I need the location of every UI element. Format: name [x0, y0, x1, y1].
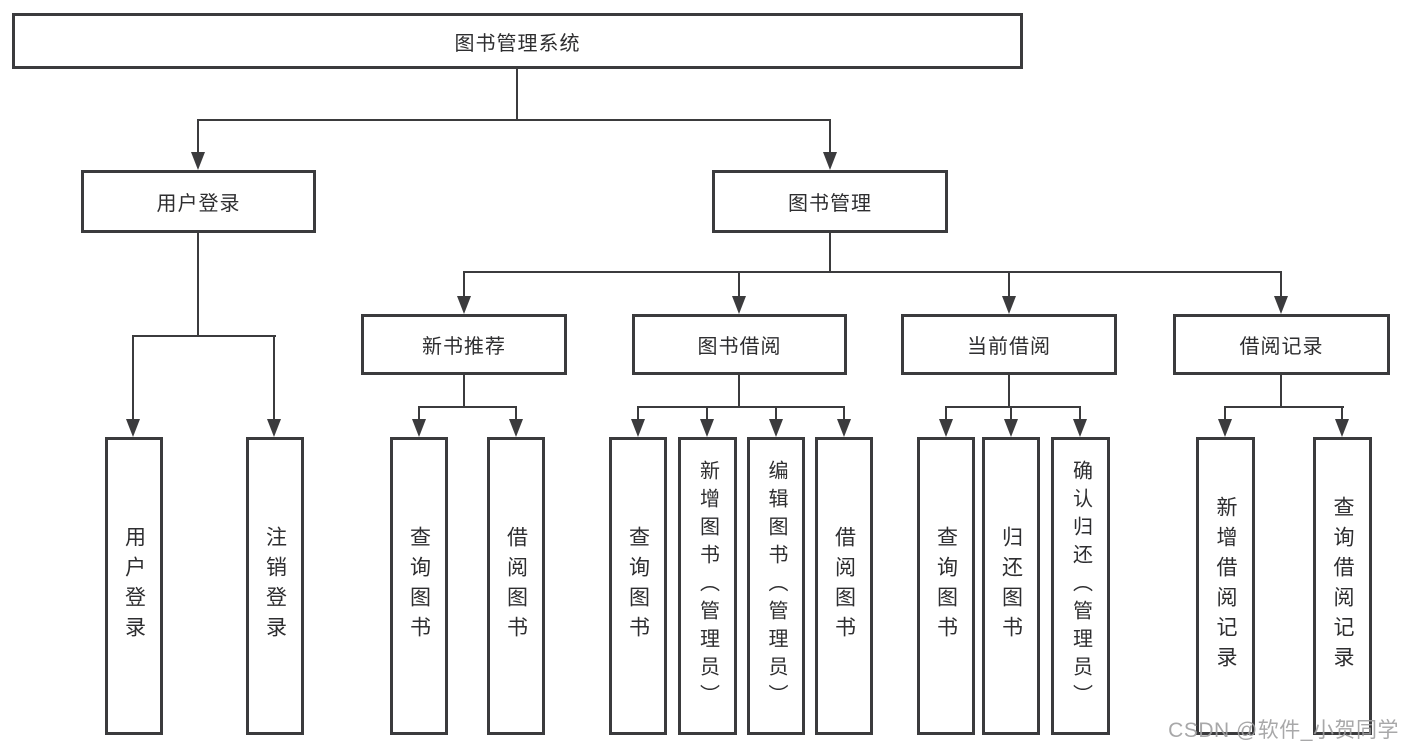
- arrow-head-icon: [1218, 419, 1232, 437]
- arrow-line: [132, 335, 134, 419]
- arrow-head-icon: [126, 419, 140, 437]
- connector-stem-current-borrowing: [1008, 374, 1010, 408]
- leaf-borrow-books-2: 借阅图书: [815, 437, 873, 735]
- leaf-confirm-return-admin: 确认归还（管理员）: [1051, 437, 1110, 735]
- arrow-line: [515, 406, 517, 419]
- connector-stem-new-book: [463, 374, 465, 408]
- arrow-line: [418, 406, 420, 419]
- arrow-line: [1010, 406, 1012, 419]
- connector-arrow-to-leaf-confirm-return: [1073, 406, 1087, 437]
- leaf-logout: 注销登录: [246, 437, 304, 735]
- arrow-line: [1341, 406, 1343, 419]
- arrow-line: [1008, 271, 1010, 296]
- connector-rail-user-login: [132, 335, 276, 337]
- arrow-line: [738, 271, 740, 296]
- connector-arrow-to-leaf-query-2: [631, 406, 645, 437]
- leaf-query-books-2: 查询图书: [609, 437, 667, 735]
- connector-arrow-to-leaf-logout: [267, 335, 281, 437]
- arrow-line: [197, 119, 199, 152]
- connector-arrow-to-leaf-query-1: [412, 406, 426, 437]
- connector-arrow-to-borrowing-records: [1274, 271, 1288, 314]
- leaf-return-books: 归还图书: [982, 437, 1040, 735]
- leaf-user-login: 用户登录: [105, 437, 163, 735]
- arrow-line: [706, 406, 708, 419]
- arrow-line: [829, 119, 831, 152]
- arrow-head-icon: [1004, 419, 1018, 437]
- connector-rail-book-management: [463, 271, 1282, 273]
- connector-arrow-to-current-borrowing: [1002, 271, 1016, 314]
- node-root-library-system: 图书管理系统: [12, 13, 1023, 69]
- arrow-head-icon: [700, 419, 714, 437]
- leaf-borrow-books-1: 借阅图书: [487, 437, 545, 735]
- arrow-head-icon: [1335, 419, 1349, 437]
- connector-rail-new-book: [418, 406, 517, 408]
- arrow-head-icon: [631, 419, 645, 437]
- arrow-head-icon: [1002, 296, 1016, 314]
- connector-arrow-to-leaf-borrow-1: [509, 406, 523, 437]
- arrow-line: [1224, 406, 1226, 419]
- connector-stem-borrowing-records: [1280, 374, 1282, 408]
- arrow-head-icon: [509, 419, 523, 437]
- connector-rail-root: [198, 119, 831, 121]
- arrow-line: [637, 406, 639, 419]
- connector-arrow-to-user-login: [191, 119, 205, 170]
- arrow-head-icon: [939, 419, 953, 437]
- node-new-book-recommend: 新书推荐: [361, 314, 567, 375]
- connector-rail-borrowing-records: [1224, 406, 1344, 408]
- arrow-head-icon: [267, 419, 281, 437]
- connector-arrow-to-book-management: [823, 119, 837, 170]
- connector-arrow-to-leaf-user-login: [126, 335, 140, 437]
- connector-arrow-to-leaf-query-3: [939, 406, 953, 437]
- arrow-line: [945, 406, 947, 419]
- leaf-add-books-admin: 新增图书（管理员）: [678, 437, 737, 735]
- arrow-line: [1280, 271, 1282, 296]
- node-borrowing-records: 借阅记录: [1173, 314, 1390, 375]
- connector-rail-book-borrowing: [637, 406, 845, 408]
- connector-rail-current-borrowing: [945, 406, 1081, 408]
- connector-arrow-to-leaf-add-books: [700, 406, 714, 437]
- leaf-query-books-3: 查询图书: [917, 437, 975, 735]
- connector-stem-book-management: [829, 232, 831, 273]
- connector-stem-user-login: [197, 232, 199, 337]
- arrow-line: [775, 406, 777, 419]
- connector-arrow-to-new-book: [457, 271, 471, 314]
- arrow-head-icon: [769, 419, 783, 437]
- arrow-head-icon: [1073, 419, 1087, 437]
- connector-arrow-to-book-borrowing: [732, 271, 746, 314]
- connector-stem-book-borrowing: [738, 374, 740, 408]
- arrow-head-icon: [732, 296, 746, 314]
- node-user-login-branch: 用户登录: [81, 170, 316, 233]
- arrow-head-icon: [1274, 296, 1288, 314]
- node-current-borrowing: 当前借阅: [901, 314, 1117, 375]
- connector-arrow-to-leaf-add-record: [1218, 406, 1232, 437]
- connector-arrow-to-leaf-return: [1004, 406, 1018, 437]
- arrow-head-icon: [457, 296, 471, 314]
- connector-stem-root: [516, 69, 518, 121]
- connector-arrow-to-leaf-edit-books: [769, 406, 783, 437]
- leaf-edit-books-admin: 编辑图书（管理员）: [747, 437, 805, 735]
- leaf-query-borrow-record: 查询借阅记录: [1313, 437, 1372, 735]
- arrow-head-icon: [823, 152, 837, 170]
- arrow-line: [1079, 406, 1081, 419]
- arrow-line: [843, 406, 845, 419]
- arrow-head-icon: [837, 419, 851, 437]
- arrow-line: [273, 335, 275, 419]
- leaf-add-borrow-record: 新增借阅记录: [1196, 437, 1255, 735]
- arrow-head-icon: [191, 152, 205, 170]
- arrow-head-icon: [412, 419, 426, 437]
- leaf-query-books-1: 查询图书: [390, 437, 448, 735]
- csdn-watermark: CSDN @软件_小贺同学: [1168, 719, 1399, 742]
- connector-arrow-to-leaf-borrow-2: [837, 406, 851, 437]
- connector-arrow-to-leaf-query-record: [1335, 406, 1349, 437]
- arrow-line: [463, 271, 465, 296]
- node-book-management-branch: 图书管理: [712, 170, 948, 233]
- node-book-borrowing: 图书借阅: [632, 314, 847, 375]
